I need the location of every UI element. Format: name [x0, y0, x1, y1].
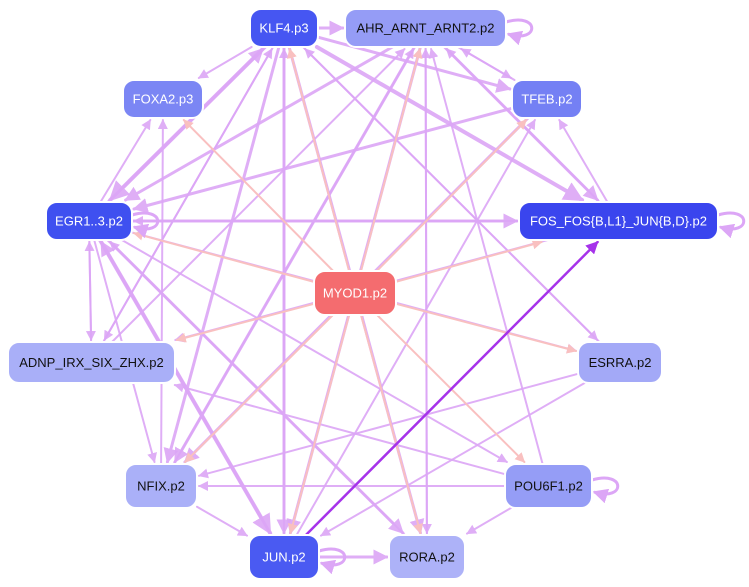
edge-myod1-to-foxa2: [182, 119, 335, 272]
node-box-myod1[interactable]: [313, 270, 397, 316]
node-box-rora[interactable]: [388, 534, 466, 580]
edge-myod1-to-fos: [395, 239, 543, 283]
node-label-jun: JUN.p2: [262, 550, 305, 565]
node-box-egr1[interactable]: [45, 201, 133, 241]
edge-myod1-to-esrra: [395, 302, 577, 354]
edge-jun-to-fos: [304, 240, 599, 537]
edge-myod1-to-klf4: [287, 48, 351, 272]
node-label-myod1: MYOD1.p2: [323, 286, 387, 301]
self-loop-egr1: [131, 211, 160, 239]
node-box-ahr[interactable]: [344, 8, 507, 48]
node-adnp[interactable]: ADNP_IRX_SIX_ZHX.p2: [7, 341, 176, 384]
edge-pou6f1-to-rora: [466, 507, 512, 535]
node-foxa2[interactable]: FOXA2.p3: [122, 79, 204, 119]
node-box-nfix[interactable]: [124, 463, 198, 509]
edge-tfeb-to-egr1: [132, 106, 514, 213]
node-label-tfeb: TFEB.p2: [521, 92, 572, 107]
self-loops-layer: [131, 18, 746, 575]
node-label-fos: FOS_FOS{B,L1}_JUN{B,D}.p2: [530, 214, 707, 229]
node-klf4[interactable]: KLF4.p3: [249, 8, 319, 48]
edge-adnp-to-egr1: [84, 241, 95, 343]
edge-ahr-to-egr1: [124, 45, 394, 202]
edge-egr1-to-klf4: [106, 47, 265, 204]
node-tfeb[interactable]: TFEB.p2: [511, 79, 583, 119]
node-egr1[interactable]: EGR1..3.p2: [45, 201, 133, 241]
edge-myod1-to-jun: [288, 314, 351, 534]
node-jun[interactable]: JUN.p2: [248, 534, 320, 580]
node-label-esrra: ESRRA.p2: [589, 355, 652, 370]
edge-egr1-to-foxa2: [99, 119, 152, 203]
edge-myod1-to-rora: [360, 314, 423, 534]
node-label-adnp: ADNP_IRX_SIX_ZHX.p2: [19, 355, 164, 370]
node-box-klf4[interactable]: [249, 8, 319, 48]
node-label-egr1: EGR1..3.p2: [55, 214, 123, 229]
edge-egr1-to-pou6f1: [120, 239, 508, 463]
node-label-nfix: NFIX.p2: [137, 479, 185, 494]
node-label-rora: RORA.p2: [399, 550, 455, 565]
node-box-tfeb[interactable]: [511, 79, 583, 119]
node-label-pou6f1: POU6F1.p2: [514, 479, 583, 494]
edge-fos-to-tfeb: [558, 119, 609, 203]
edge-myod1-to-ahr: [359, 48, 423, 272]
self-loop-pou6f1: [591, 476, 620, 504]
edge-myod1-to-adnp: [175, 302, 315, 343]
edge-nfix-to-foxa2: [157, 119, 168, 465]
node-box-pou6f1[interactable]: [504, 463, 593, 509]
edge-fos-to-ahr: [445, 48, 601, 203]
node-esrra[interactable]: ESRRA.p2: [577, 341, 663, 384]
edge-esrra-to-nfix: [198, 372, 579, 479]
node-nfix[interactable]: NFIX.p2: [124, 463, 198, 509]
node-box-fos[interactable]: [518, 201, 719, 241]
edge-myod1-to-egr1: [133, 230, 315, 283]
node-label-ahr: AHR_ARNT_ARNT2.p2: [357, 21, 495, 36]
edge-myod1-to-nfix: [184, 314, 334, 463]
node-label-foxa2: FOXA2.p3: [133, 92, 194, 107]
node-ahr[interactable]: AHR_ARNT_ARNT2.p2: [344, 8, 507, 48]
edge-klf4-to-foxa2: [197, 46, 253, 79]
edge-rora-to-ahr: [420, 48, 431, 536]
edge-nfix-to-jun: [196, 505, 248, 537]
edge-tfeb-to-ahr: [460, 48, 516, 81]
node-myod1[interactable]: MYOD1.p2: [313, 270, 397, 316]
edge-nfix-to-ahr: [172, 48, 415, 465]
self-loop-fos: [717, 211, 746, 239]
node-rora[interactable]: RORA.p2: [388, 534, 466, 580]
node-fos[interactable]: FOS_FOS{B,L1}_JUN{B,D}.p2: [518, 201, 719, 241]
self-loop-ahr: [505, 18, 534, 46]
edge-klf4-to-nfix: [163, 45, 281, 464]
edge-pou6f1-to-adnp: [173, 382, 506, 476]
node-box-esrra[interactable]: [577, 341, 663, 384]
self-loop-jun: [318, 547, 347, 575]
node-label-klf4: KLF4.p3: [259, 21, 308, 36]
node-box-jun[interactable]: [248, 534, 320, 580]
node-box-adnp[interactable]: [7, 341, 176, 384]
node-pou6f1[interactable]: POU6F1.p2: [504, 463, 593, 509]
node-box-foxa2[interactable]: [122, 79, 204, 119]
edge-jun-to-egr1: [99, 240, 273, 537]
edge-myod1-to-tfeb: [375, 119, 528, 272]
